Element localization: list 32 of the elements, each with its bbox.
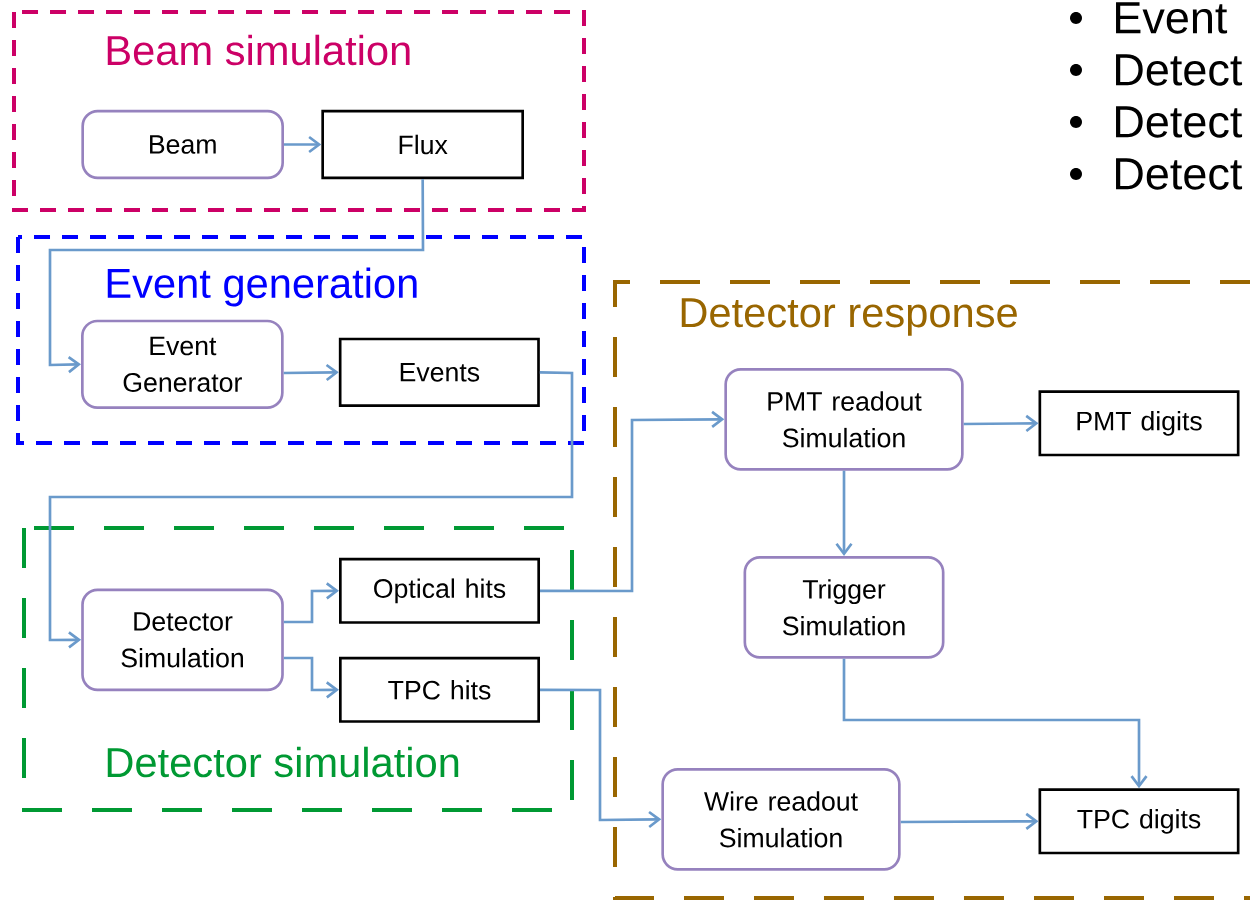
bullet-text: Detect (1116, 106, 1243, 138)
data-box: Flux (321, 109, 524, 180)
group-heading: Detector response (681, 298, 1017, 336)
data-box: TPC hits (339, 656, 540, 723)
process-box: PMT readout Simulation (724, 368, 964, 471)
arrow (48, 371, 574, 649)
arrow (48, 179, 425, 374)
arrow (842, 658, 1148, 789)
process-box: Event Generator (81, 319, 284, 409)
process-box: Beam (81, 109, 284, 180)
arrow (283, 582, 339, 624)
bullet-text: Event (1116, 2, 1228, 34)
data-box: Events (338, 337, 540, 407)
arrow (900, 812, 1039, 830)
process-box: Trigger Simulation (743, 556, 945, 659)
bullet-text: Detect (1116, 158, 1243, 190)
process-box: Wire readout Simulation (661, 768, 901, 871)
group-heading: Event generation (107, 267, 417, 307)
arrow (283, 656, 339, 699)
arrow (963, 414, 1039, 432)
group-heading: Detector simulation (107, 746, 459, 778)
process-box: Detector Simulation (81, 588, 284, 692)
arrow (283, 363, 339, 382)
group-heading: Beam simulation (107, 34, 410, 66)
bullet-text: Detect (1116, 54, 1243, 86)
arrow (284, 135, 322, 154)
data-box: Optical hits (339, 557, 540, 624)
arrow (540, 410, 725, 593)
arrow (835, 470, 853, 556)
data-box: PMT digits (1038, 390, 1240, 457)
arrow (540, 688, 662, 829)
data-box: TPC digits (1038, 788, 1240, 855)
